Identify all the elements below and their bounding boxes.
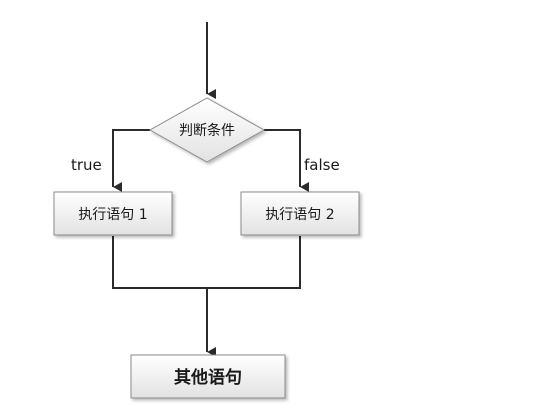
merge-line	[112, 236, 301, 289]
next-box	[130, 354, 286, 399]
decision-diamond	[148, 97, 266, 163]
process-box-2	[240, 191, 360, 236]
decision-label: 判断条件	[179, 122, 235, 139]
decision-node	[148, 97, 266, 163]
process-label-1: 执行语句 1	[78, 207, 147, 223]
process-box-1	[53, 191, 173, 236]
process-node-2	[240, 191, 360, 236]
edges	[112, 22, 309, 357]
next-node	[130, 354, 286, 399]
process-label-2: 执行语句 2	[265, 207, 334, 223]
next-label: 其他语句	[174, 367, 242, 388]
false-branch-arrow	[264, 129, 309, 192]
false-edge-label: false	[304, 156, 340, 174]
true-branch-arrow	[112, 129, 150, 192]
true-edge-label: true	[71, 156, 102, 174]
process-node-1	[53, 191, 173, 236]
